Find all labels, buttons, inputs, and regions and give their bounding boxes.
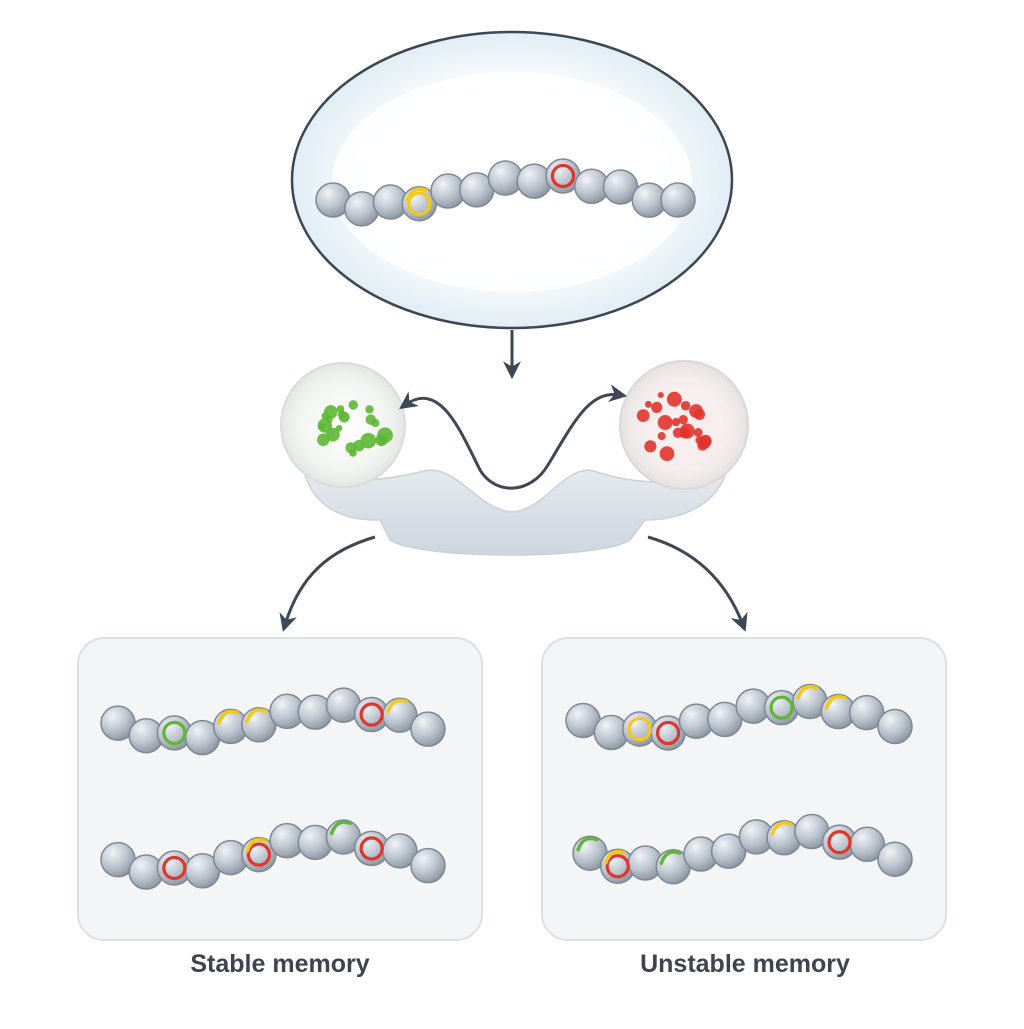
chromatin-strand-stable-1 [100,687,446,756]
epigenetic-mark-arc [329,820,353,836]
mark-dot [317,433,330,447]
mark-dot [348,400,358,410]
mark-dot [365,414,376,425]
epigenetic-mark-arc [217,709,240,725]
arrow-right-branch-icon [647,535,748,632]
epigenetic-mark-arc [245,837,268,853]
stable-memory-panel [77,637,483,941]
caption-stable-memory: Stable memory [190,950,370,978]
nucleosome-bead [877,708,913,745]
chromatin-strand-unstable-2 [572,813,913,885]
mark-dot [335,424,343,432]
arrow-left-branch-icon [279,535,376,632]
mark-dot [657,391,664,399]
epigenetic-mark-arc [386,698,409,714]
mark-dot [349,449,357,457]
epigenetic-mark-ring [769,695,794,720]
epigenetic-mark-arc [245,708,268,724]
chromatin-strand-stable-2 [100,819,446,890]
nucleus [290,30,734,330]
epigenetic-mark-ring [550,163,576,189]
caption-unstable-memory: Unstable memory [640,950,850,978]
mark-dot [693,428,703,437]
mark-dot [323,405,338,419]
nucleosome-bead [710,833,747,869]
mark-dot [365,405,374,414]
nucleosome-bead [410,847,446,884]
epigenetic-mark-arc [659,850,682,866]
mark-dot [644,440,657,453]
mark-dot [657,415,673,430]
nucleosome-bead [848,694,885,731]
green-state-sphere [280,362,406,488]
epigenetic-mark-arc [770,821,793,837]
epigenetic-mark-ring [162,720,187,746]
mark-dot [693,408,706,420]
epigenetic-mark-arc [576,836,599,852]
epigenetic-mark-ring [246,842,272,867]
green-mark-cluster-icon [317,400,393,457]
mark-dot [678,414,688,425]
epigenetic-landscape [280,360,749,556]
chromatin-strand-top [315,158,696,227]
epigenetic-mark-ring [359,836,384,861]
epigenetic-mark-arc [405,187,428,203]
nucleosome-bead [877,841,913,877]
epigenetic-mark-ring [827,830,852,855]
mark-dot [697,440,708,451]
mark-dot [651,401,663,413]
mark-dot [325,427,340,442]
epigenetic-mark-ring [162,855,187,881]
epigenetic-mark-arc [824,694,847,710]
unstable-memory-panel [541,637,947,941]
epigenetic-mark-arc [796,684,819,700]
chromatin-strand-unstable-1 [565,683,913,751]
mark-dot [671,417,681,427]
mark-dot [679,423,695,439]
red-mark-cluster-icon [636,391,712,462]
epigenetic-mark-ring [359,702,384,727]
bistable-curve-arrow-icon [399,384,628,490]
nucleosome-bead [410,711,446,747]
mark-dot [337,410,347,419]
mark-dot [353,439,365,452]
mark-dot [659,446,675,462]
mark-dot [317,418,333,433]
epigenetic-mark-arc [604,849,627,865]
epigenetic-mark-ring [407,191,432,216]
mark-dot [377,436,387,445]
mark-dot [636,409,650,423]
mark-dot [680,401,691,411]
epigenetic-mark-ring [655,720,681,746]
mark-dot [666,391,682,407]
mark-dot [644,400,652,408]
epigenetic-mark-ring [605,854,630,879]
nucleosome-bead [660,182,696,218]
mark-dot [657,432,666,441]
epigenetic-mark-ring [627,716,652,742]
